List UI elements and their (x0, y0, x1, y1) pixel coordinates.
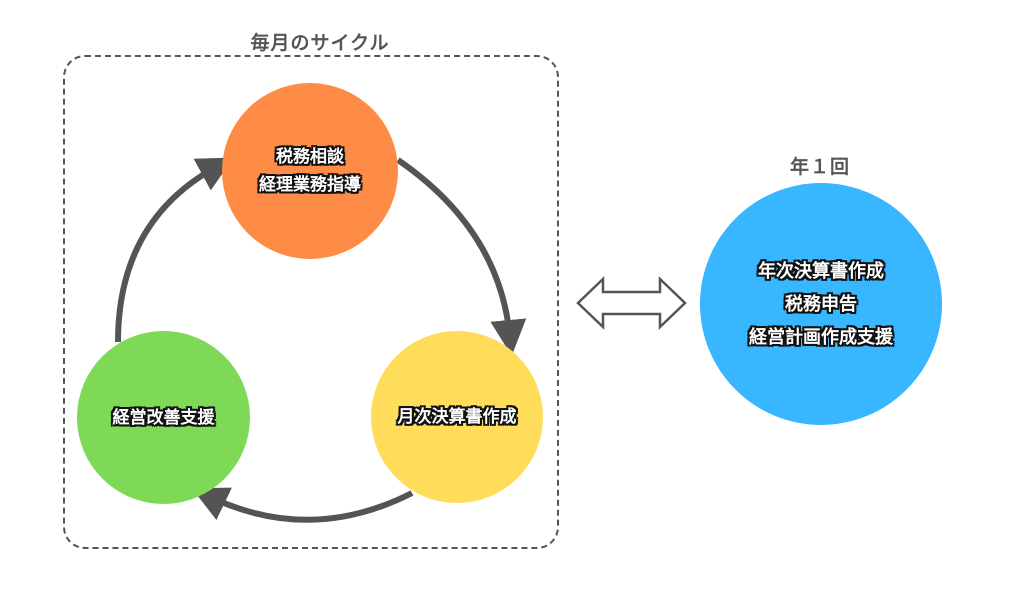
node-yearly-tasks: 年次決算書作成 税務申告 経営計画作成支援 (700, 183, 942, 425)
node-label-line: 月次決算書作成 (397, 407, 517, 427)
node-label-line: 税務相談 (276, 147, 344, 167)
node-label-line: 経営改善支援 (112, 407, 215, 428)
node-label-line: 経営計画作成支援 (749, 326, 893, 348)
node-management-improvement: 経営改善支援 (77, 331, 250, 504)
node-monthly-statements: 月次決算書作成 (371, 331, 543, 503)
double-arrow-icon (576, 276, 687, 330)
node-label-line: 年次決算書作成 (758, 260, 884, 282)
node-tax-consultation: 税務相談 経理業務指導 (222, 83, 398, 259)
node-label-line: 経理業務指導 (259, 175, 361, 195)
node-label-line: 税務申告 (785, 293, 857, 315)
yearly-title: 年１回 (789, 156, 850, 178)
monthly-cycle-title: 毎月のサイクル (250, 32, 390, 54)
monthly-cycle-frame (63, 55, 559, 549)
